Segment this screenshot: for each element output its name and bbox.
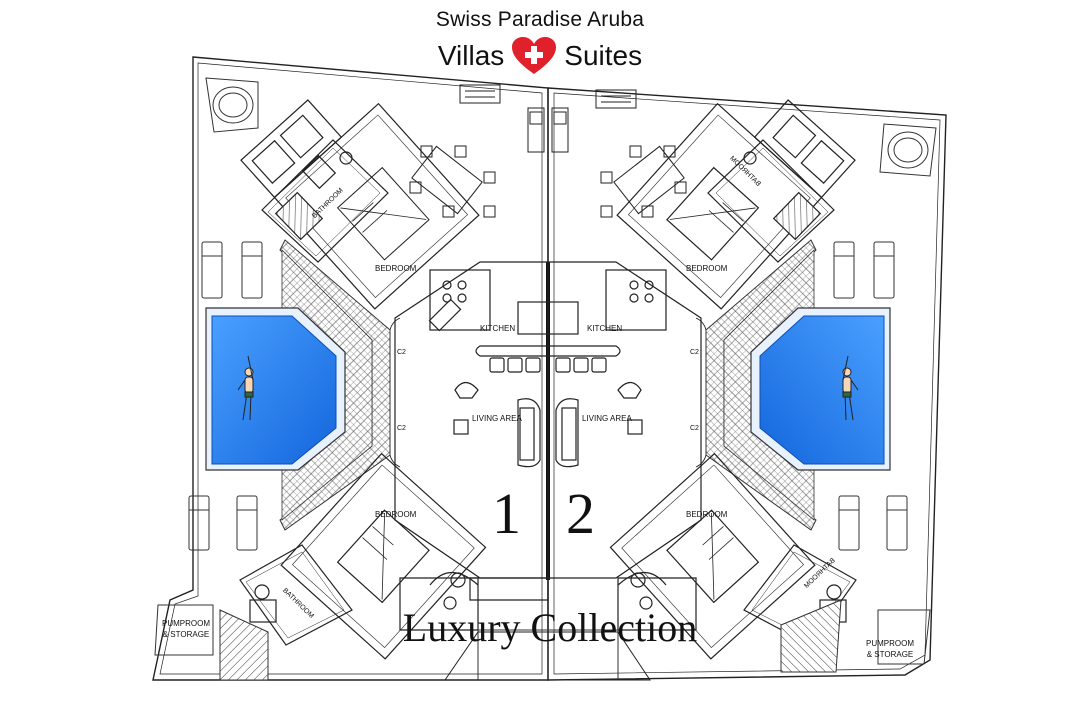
brand-word-right: Suites <box>564 40 643 71</box>
label-bedroom-upper-left: BEDROOM <box>375 264 417 273</box>
label-door-c2-3: C2 <box>690 349 699 356</box>
label-pumproom-right-line2: & STORAGE <box>866 650 914 659</box>
brand-logo: Villas Suites <box>0 36 1080 76</box>
label-door-c2-1: C2 <box>397 349 406 356</box>
brand-tagline-top: Swiss Paradise Aruba <box>435 8 645 31</box>
label-kitchen-right: KITCHEN <box>587 324 623 333</box>
unit-number-1: 1 <box>492 481 521 546</box>
brand-word-left: Villas <box>437 40 505 71</box>
luxury-collection-title: Luxury Collection <box>402 605 698 650</box>
swiss-heart-icon <box>512 37 557 74</box>
label-pumproom-right: PUMPROOM & STORAGE <box>862 638 918 660</box>
jacuzzi <box>205 77 259 133</box>
unit-1 <box>154 77 549 681</box>
entry-bay <box>444 631 651 681</box>
label-pumproom-left-line2: & STORAGE <box>162 630 210 639</box>
sign-1 <box>459 84 545 153</box>
label-pumproom-left: PUMPROOM & STORAGE <box>158 618 214 640</box>
label-bedroom-lower-right: BEDROOM <box>686 510 728 519</box>
dining-set-1 <box>409 145 496 218</box>
label-bedroom-lower-left: BEDROOM <box>375 510 417 519</box>
label-bedroom-upper-right: BEDROOM <box>686 264 728 273</box>
sun-loungers <box>188 241 263 551</box>
label-pumproom-right-line1: PUMPROOM <box>866 639 914 648</box>
door-swings <box>389 317 707 468</box>
label-living-right: LIVING AREA <box>582 414 632 423</box>
label-kitchen-left: KITCHEN <box>480 324 516 333</box>
swimmer-figure <box>237 355 254 421</box>
label-pumproom-left-line1: PUMPROOM <box>162 619 210 628</box>
unit-number-2: 2 <box>566 481 595 546</box>
unit-2 <box>547 89 937 681</box>
label-door-c2-2: C2 <box>397 425 406 432</box>
label-living-left: LIVING AREA <box>472 414 522 423</box>
label-door-c2-4: C2 <box>690 425 699 432</box>
